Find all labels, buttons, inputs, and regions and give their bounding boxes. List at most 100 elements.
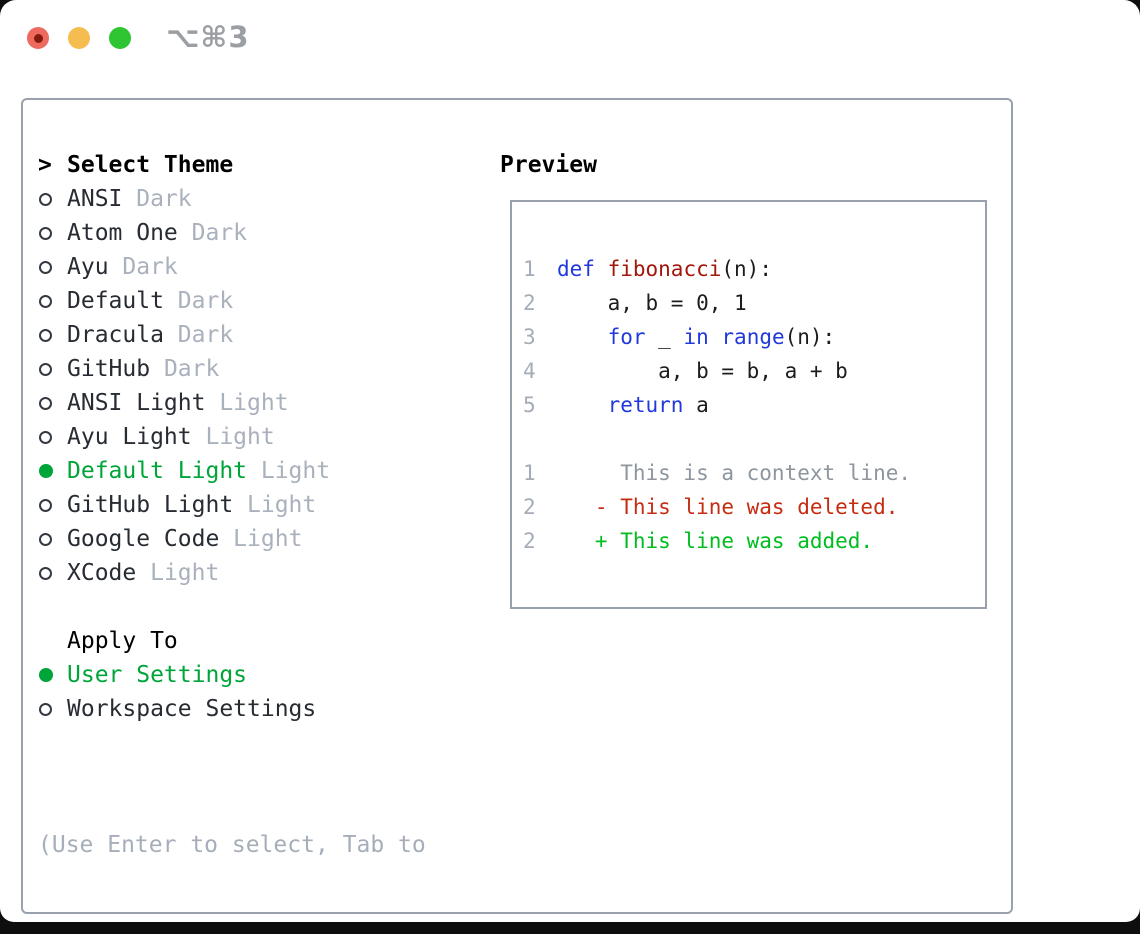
theme-option-label: Google Code (67, 526, 220, 552)
theme-option-label: Default (67, 288, 164, 314)
preview-code-line: 2 a, b = 0, 1 (523, 286, 985, 320)
line-number: 5 (523, 393, 536, 417)
theme-variant-tag: Dark (108, 254, 178, 280)
preview-code-line (523, 422, 985, 456)
radio-unselected-icon (38, 566, 67, 580)
code-token: for (607, 325, 646, 349)
code-token: return (607, 393, 684, 417)
unsaved-dot-icon (33, 33, 43, 43)
apply-to-header: Apply To (38, 624, 426, 658)
prompt-caret-icon: > (38, 152, 52, 178)
preview-code-line: 4 a, b = b, a + b (523, 354, 985, 388)
radio-unselected-icon (38, 192, 67, 206)
theme-option-atom-one[interactable]: Atom One Dark (38, 216, 426, 250)
spacer (38, 590, 426, 624)
apply-to-option-user-settings[interactable]: User Settings (38, 658, 426, 692)
radio-unselected-icon (38, 430, 67, 444)
apply-to-option-label: User Settings (67, 662, 248, 688)
theme-variant-tag: Light (219, 526, 303, 552)
radio-selected-icon (38, 668, 67, 682)
theme-option-github[interactable]: GitHub Dark (38, 352, 426, 386)
minimize-button[interactable] (68, 27, 90, 49)
code-token: def (557, 257, 595, 281)
code-token (557, 393, 608, 417)
theme-option-xcode[interactable]: XCode Light (38, 556, 426, 590)
theme-option-default[interactable]: Default Dark (38, 284, 426, 318)
help-line: change focus) (38, 930, 426, 934)
theme-option-label: GitHub Light (67, 492, 234, 518)
theme-option-label: XCode (67, 560, 137, 586)
help-line: (Use Enter to select, Tab to (38, 832, 426, 858)
preview-code-line: 1 This is a context line. (523, 456, 985, 490)
theme-variant-tag: Light (247, 458, 331, 484)
select-theme-header: > Select Theme (38, 148, 426, 182)
theme-option-default-light[interactable]: Default Light Light (38, 454, 426, 488)
theme-option-google-code[interactable]: Google Code Light (38, 522, 426, 556)
code-token: range (721, 325, 785, 349)
select-theme-title: Select Theme (67, 152, 234, 178)
radio-unselected-icon (38, 532, 67, 546)
code-token: in (683, 325, 709, 349)
code-token: + This line was added. (557, 529, 874, 553)
theme-variant-tag: Light (205, 390, 289, 416)
line-number: 4 (523, 359, 536, 383)
radio-unselected-icon (38, 498, 67, 512)
code-token: fibonacci (607, 257, 722, 281)
theme-option-label: Ayu (67, 254, 109, 280)
code-token: (n): (784, 325, 836, 349)
radio-unselected-icon (38, 702, 67, 716)
theme-variant-tag: Dark (163, 322, 234, 348)
preview-code-line: 1 def fibonacci(n): (523, 252, 985, 286)
theme-option-label: ANSI Light (67, 390, 206, 416)
code-token: This is a context line. (557, 461, 912, 485)
apply-to-option-workspace-settings[interactable]: Workspace Settings (38, 692, 426, 726)
keyboard-shortcut-label: ⌥⌘3 (166, 20, 250, 54)
preview-code-line: 3 for _ in range(n): (523, 320, 985, 354)
theme-variant-tag: Light (136, 560, 220, 586)
theme-option-label: GitHub (67, 356, 151, 382)
spacer (38, 726, 426, 760)
theme-variant-tag: Dark (150, 356, 220, 382)
theme-option-dracula[interactable]: Dracula Dark (38, 318, 426, 352)
theme-variant-tag: Dark (163, 288, 234, 314)
theme-option-ayu-light[interactable]: Ayu Light Light (38, 420, 426, 454)
theme-variant-tag: Light (233, 492, 317, 518)
theme-option-github-light[interactable]: GitHub Light Light (38, 488, 426, 522)
code-token: (n): (721, 257, 772, 281)
theme-option-label: ANSI (67, 186, 123, 212)
code-token (709, 325, 722, 349)
help-text: (Use Enter to select, Tab to change focu… (38, 760, 426, 934)
theme-option-ansi[interactable]: ANSI Dark (38, 182, 426, 216)
theme-option-label: Dracula (67, 322, 164, 348)
close-button[interactable] (27, 27, 49, 49)
theme-option-ansi-light[interactable]: ANSI Light Light (38, 386, 426, 420)
theme-variant-tag: Dark (177, 220, 248, 246)
line-number: 2 (523, 291, 536, 315)
window-controls (27, 27, 131, 49)
theme-option-label: Default Light (67, 458, 248, 484)
apply-to-title: Apply To (67, 628, 178, 654)
theme-variant-tag: Dark (122, 186, 192, 212)
line-number: 1 (523, 257, 536, 281)
code-token (595, 257, 608, 281)
radio-selected-icon (38, 464, 67, 478)
radio-unselected-icon (38, 396, 67, 410)
line-number: 1 (523, 461, 536, 485)
code-token: a, b = b, a + b (557, 359, 848, 383)
theme-option-ayu[interactable]: Ayu Dark (38, 250, 426, 284)
apply-to-option-label: Workspace Settings (67, 696, 317, 722)
radio-unselected-icon (38, 294, 67, 308)
line-number: 3 (523, 325, 536, 349)
theme-option-label: Ayu Light (67, 424, 192, 450)
preview-code-line: 5 return a (523, 388, 985, 422)
radio-unselected-icon (38, 328, 67, 342)
code-token (557, 325, 608, 349)
maximize-button[interactable] (109, 27, 131, 49)
radio-unselected-icon (38, 226, 67, 240)
